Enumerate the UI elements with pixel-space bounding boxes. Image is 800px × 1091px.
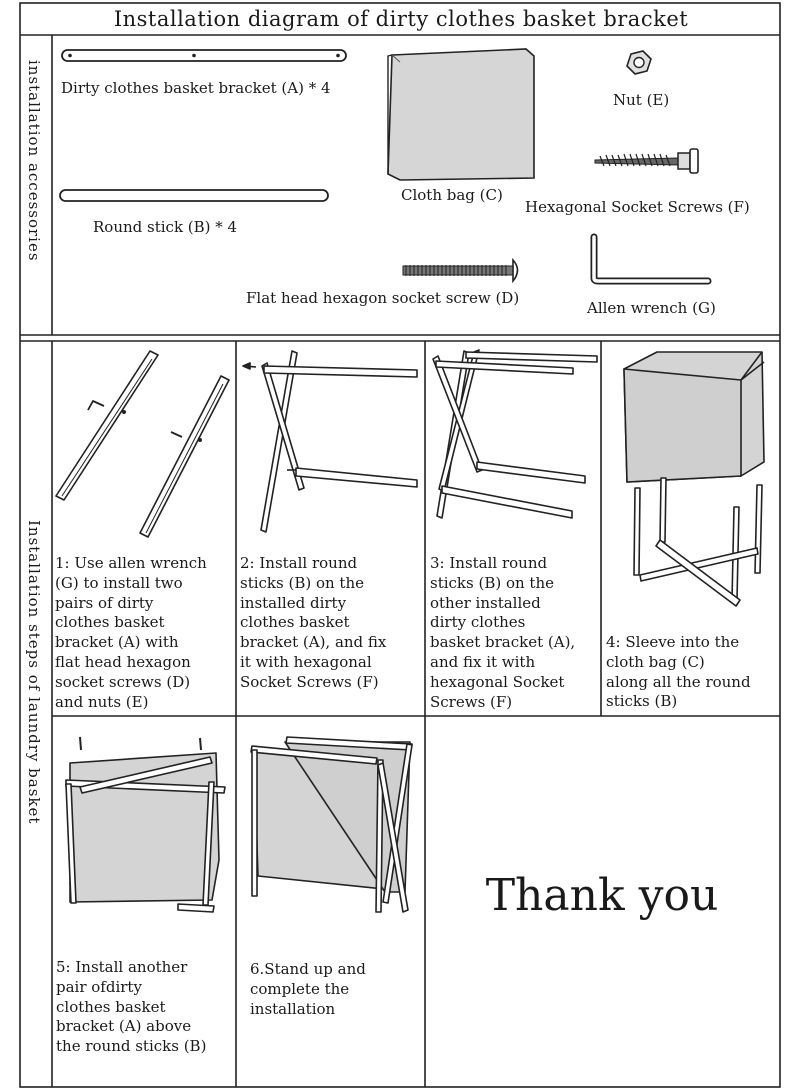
- step-2-illustration: [242, 350, 418, 533]
- step-2-text: 2: Install round sticks (B) on the insta…: [240, 554, 387, 691]
- step-6-text: 6.Stand up and complete the installation: [250, 960, 366, 1018]
- allen-wrench-g-illustration: [590, 233, 712, 285]
- label-screw-d: Flat head hexagon socket screw (D): [246, 289, 520, 307]
- screw-f-illustration: [594, 148, 699, 174]
- label-round-stick-b: Round stick (B) * 4: [93, 218, 238, 236]
- label-bracket-a: Dirty clothes basket bracket (A) * 4: [61, 79, 331, 97]
- round-stick-b-illustration: [59, 189, 329, 202]
- label-nut-e: Nut (E): [613, 91, 670, 109]
- label-allen-wrench-g: Allen wrench (G): [587, 299, 716, 317]
- nut-e-illustration: [626, 50, 652, 75]
- step-4-text: 4: Sleeve into the cloth bag (C) along a…: [606, 633, 751, 711]
- step-5-illustration: [65, 736, 226, 913]
- thank-you-text: Thank you: [485, 870, 719, 921]
- step-1-illustration: [55, 350, 230, 538]
- step-3-illustration: [432, 349, 598, 519]
- step-5-text: 5: Install another pair ofdirty clothes …: [56, 958, 207, 1056]
- section-label-steps: Installation steps of laundry basket: [25, 520, 43, 825]
- diagram-title: Installation diagram of dirty clothes ba…: [113, 7, 689, 31]
- step-6-illustration: [250, 736, 413, 913]
- step-3-text: 3: Install round sticks (B) on the other…: [430, 554, 576, 711]
- bracket-a-illustration: [61, 49, 347, 62]
- section-label-accessories: installation accessories: [25, 60, 43, 262]
- step-1-text: 1: Use allen wrench (G) to install two p…: [55, 554, 207, 711]
- step-4-illustration: [623, 351, 765, 607]
- label-screw-f: Hexagonal Socket Screws (F): [525, 198, 750, 216]
- label-cloth-bag-c: Cloth bag (C): [401, 186, 503, 204]
- screw-d-illustration: [402, 257, 519, 284]
- cloth-bag-c-illustration: [387, 48, 535, 181]
